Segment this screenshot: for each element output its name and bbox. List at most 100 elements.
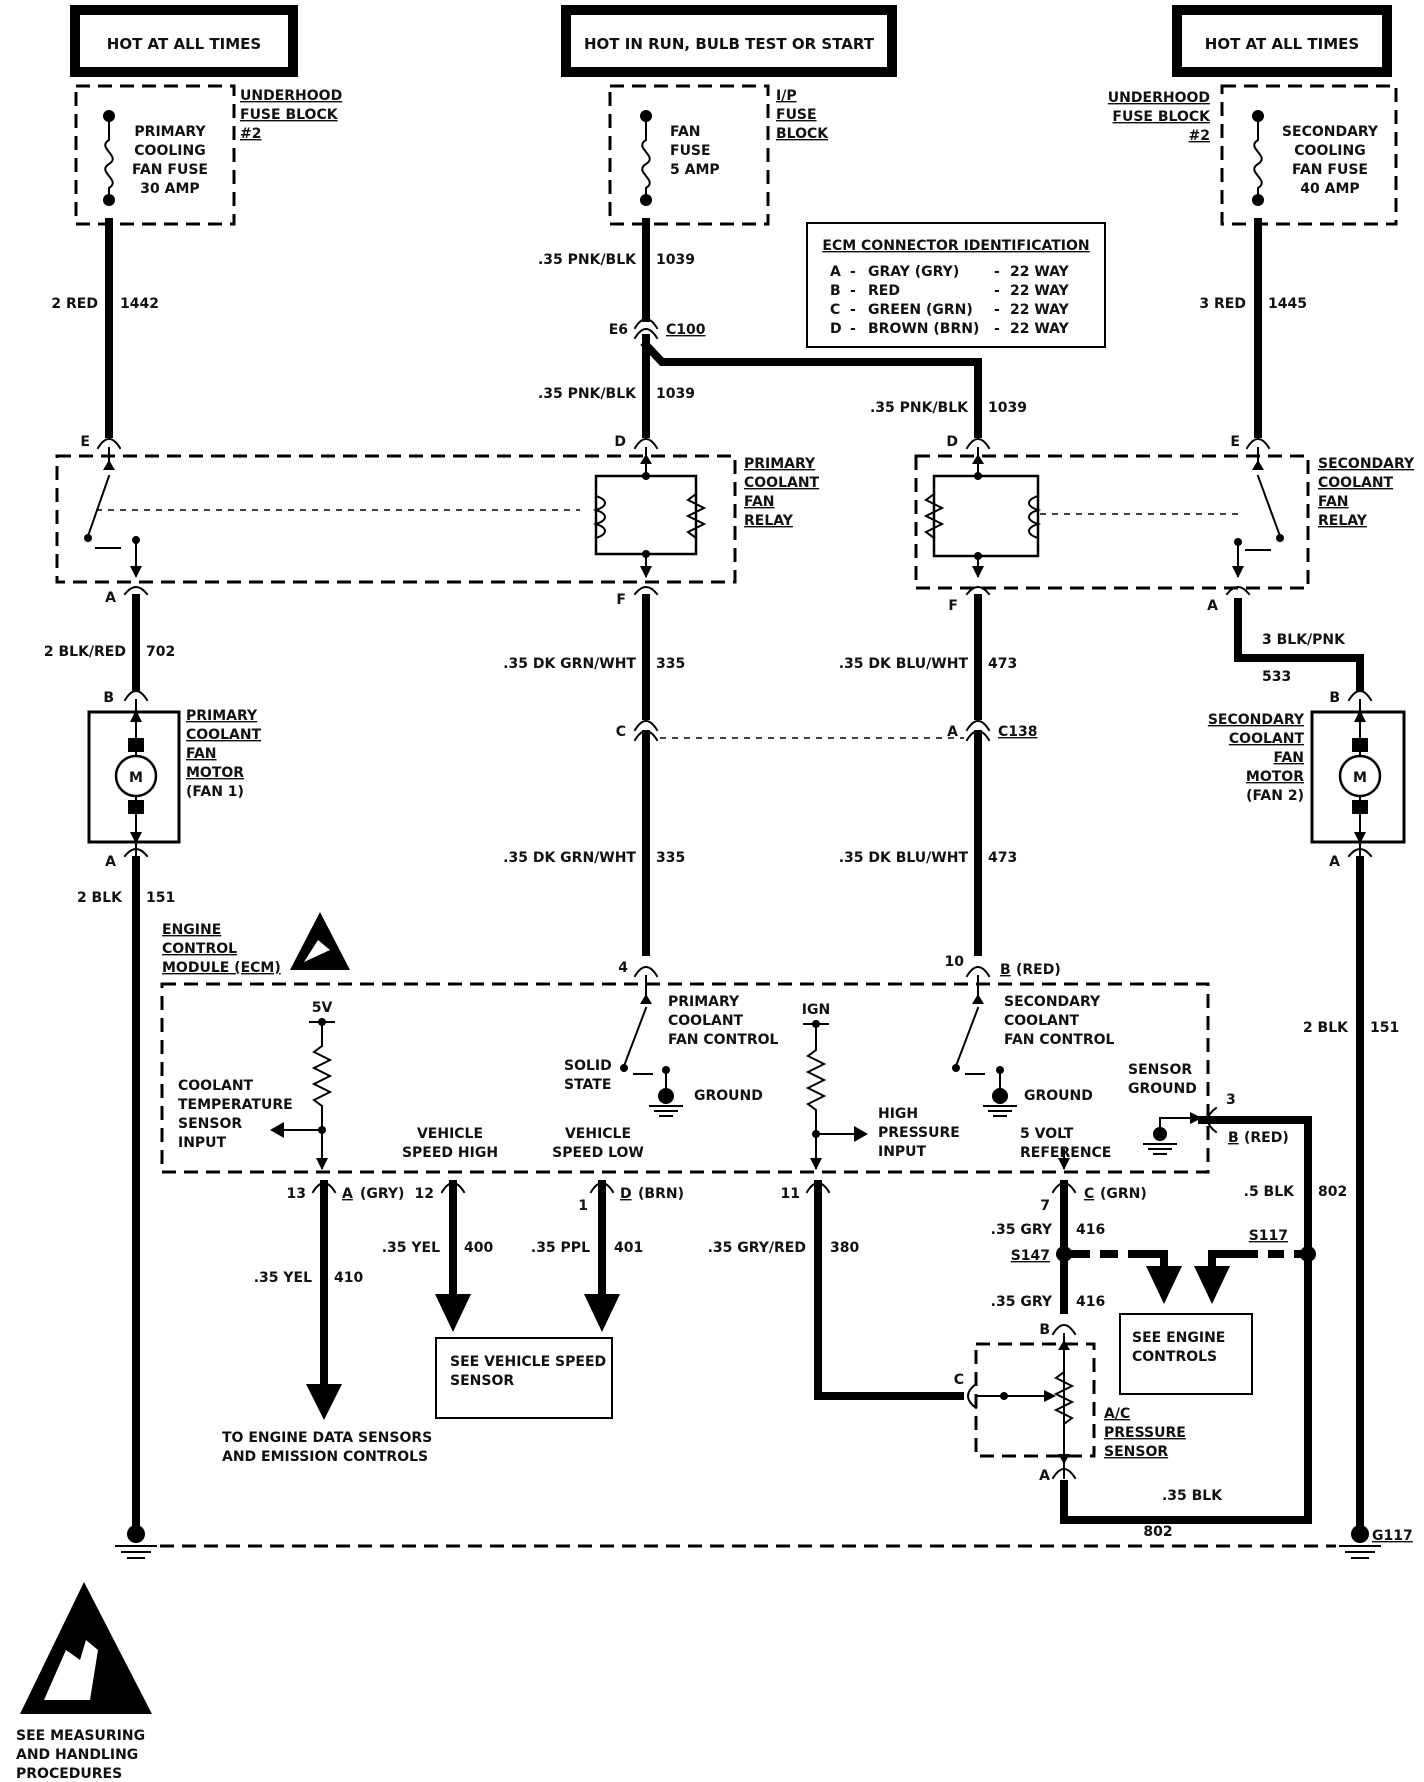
label-151a-circuit: 151 — [146, 890, 175, 906]
pin-a-c138: A — [947, 724, 958, 740]
ip-fuse-block-line2: FUSE — [776, 107, 817, 123]
ground-primary-control-icon — [658, 1088, 674, 1104]
supply-box-right: HOT AT ALL TIMES — [1172, 5, 1392, 77]
note-engine-data: TO ENGINE DATA SENSORS AND EMISSION CONT… — [222, 1430, 432, 1465]
ecm-ign-label: IGN — [802, 1002, 830, 1018]
ecm-id-row-b-letter: B — [830, 283, 841, 299]
label-1442-gauge: 2 RED — [51, 296, 98, 312]
primary-motor-line2: COOLANT — [186, 727, 262, 743]
ecm-ground2-label: GROUND — [1024, 1088, 1093, 1104]
high-pressure-line2: PRESSURE — [878, 1125, 960, 1141]
conn-ecm-4-icon — [633, 966, 659, 978]
ecm-id-row-b-ways: 22 WAY — [1010, 283, 1070, 299]
motor-secondary-icon — [1338, 754, 1382, 798]
supply-box-center: HOT IN RUN, BULB TEST OR START — [561, 5, 897, 77]
label-1039a-gauge: .35 PNK/BLK — [538, 252, 637, 268]
primary-motor-line3: FAN — [186, 746, 217, 762]
ground-secondary-control-icon — [992, 1088, 1008, 1104]
supply-box-left: HOT AT ALL TIMES — [70, 5, 298, 77]
pin-f-right: F — [948, 598, 958, 614]
ecm-id-row-d-dash: - — [850, 321, 856, 337]
ecm-module: ENGINE CONTROL MODULE (ECM) 5V COOLANT T… — [160, 912, 1210, 1174]
primary-relay-line3: FAN — [744, 494, 775, 510]
ecm-id-row-c-letter: C — [830, 302, 840, 318]
ground-left-icon — [127, 1525, 145, 1543]
ecm-id-row-c-dash2: - — [994, 302, 1000, 318]
fuse-primary-line2: COOLING — [134, 143, 205, 159]
label-b-red-top-paren: (RED) — [1016, 962, 1061, 978]
label-400-circuit: 400 — [464, 1240, 493, 1256]
arrow-400-icon — [435, 1294, 471, 1332]
ecm-id-row-b: B - RED - 22 WAY — [830, 283, 1070, 299]
wire-1039-branch — [640, 339, 982, 438]
label-151a-gauge: 2 BLK — [77, 890, 123, 906]
splice-s117-icon — [1300, 1246, 1316, 1262]
arrow-high-pressure-icon — [854, 1126, 868, 1142]
label-d-brn-paren: (BRN) — [638, 1186, 684, 1202]
ecm-connector-id-title: ECM CONNECTOR IDENTIFICATION — [822, 238, 1089, 254]
label-473b-circuit: 473 — [988, 850, 1017, 866]
high-pressure-line1: HIGH — [878, 1106, 918, 1122]
motor-primary-symbol: M — [129, 770, 143, 786]
label-533-gauge: 3 BLK/PNK — [1262, 632, 1346, 648]
ecm-id-row-d-color: BROWN (BRN) — [868, 321, 979, 337]
primary-relay-line2: COOLANT — [744, 475, 820, 491]
pin-4: 4 — [618, 960, 628, 976]
conn-c100-icon — [633, 328, 659, 340]
ac-sensor-line3: SENSOR — [1104, 1444, 1168, 1460]
supply-left-label: HOT AT ALL TIMES — [107, 35, 261, 53]
label-533-circuit: 533 — [1262, 669, 1291, 685]
conn-ecm-13-icon — [311, 1182, 337, 1194]
label-c138: C138 — [998, 724, 1038, 740]
label-473a-gauge: .35 DK BLU/WHT — [839, 656, 969, 672]
ac-sensor-line1: A/C — [1104, 1406, 1130, 1422]
secondary-fan-motor: M SECONDARY COOLANT FAN MOTOR (FAN 2) — [1208, 699, 1406, 857]
wire-labels: 2 RED 1442 .35 PNK/BLK 1039 E6 C100 .35 … — [44, 252, 1399, 1540]
label-1039c-circuit: 1039 — [988, 400, 1027, 416]
motor-secondary-symbol: M — [1353, 770, 1367, 786]
ecm-id-row-d-ways: 22 WAY — [1010, 321, 1070, 337]
label-1445-circuit: 1445 — [1268, 296, 1307, 312]
ecm-title-line2: CONTROL — [162, 941, 237, 957]
wire-s117-elbow — [1208, 1250, 1248, 1274]
primary-fan-motor: M PRIMARY COOLANT FAN MOTOR (FAN 1) — [87, 699, 262, 857]
coolant-input-line2: TEMPERATURE — [178, 1097, 293, 1113]
esd-warning: SEE MEASURING AND HANDLING PROCEDURES — [16, 1582, 152, 1782]
conn-ecm-12-icon — [440, 1182, 466, 1194]
primary-relay-line4: RELAY — [744, 513, 794, 529]
pin-e-left: E — [80, 434, 90, 450]
solid-state-line1: SOLID — [564, 1058, 612, 1074]
label-416a-gauge: .35 GRY — [991, 1222, 1053, 1238]
wire-533 — [1234, 598, 1364, 692]
fuse-fan-line1: FAN — [670, 124, 701, 140]
pin-a-ac-sensor: A — [1039, 1468, 1050, 1484]
fuse-block-right: SECONDARY COOLING FAN FUSE 40 AMP UNDERH… — [1108, 84, 1398, 226]
ecm-id-row-d-dash2: - — [994, 321, 1000, 337]
ecm-id-row-d-letter: D — [830, 321, 842, 337]
label-473b-gauge: .35 DK BLU/WHT — [839, 850, 969, 866]
secondary-relay: SECONDARY COOLANT FAN RELAY — [914, 447, 1415, 590]
coolant-input-line4: INPUT — [178, 1135, 227, 1151]
ecm-id-row-a-ways: 22 WAY — [1010, 264, 1070, 280]
label-802b-circuit: 802 — [1143, 1524, 1172, 1540]
label-b-red-top: B — [1000, 962, 1011, 978]
fuse-primary-icon — [104, 115, 114, 201]
conn-ecm-10-icon — [965, 966, 991, 978]
label-416a-circuit: 416 — [1076, 1222, 1105, 1238]
pin-3: 3 — [1226, 1092, 1236, 1108]
label-1442-circuit: 1442 — [120, 296, 159, 312]
ecm-connector-id-box: ECM CONNECTOR IDENTIFICATION A - GRAY (G… — [806, 222, 1106, 348]
relay2-resistor-icon — [923, 492, 945, 540]
secondary-motor-line2: COOLANT — [1229, 731, 1305, 747]
wire-380 — [814, 1180, 964, 1400]
label-c-grn: C — [1084, 1186, 1094, 1202]
ground-g117-label: G117 — [1372, 1528, 1413, 1544]
solid-state-line2: STATE — [564, 1077, 611, 1093]
conn-a-left-icon — [123, 586, 149, 596]
ground-sensor-icon — [1153, 1127, 1167, 1141]
ground-right-icon — [1351, 1525, 1369, 1543]
label-151b-circuit: 151 — [1370, 1020, 1399, 1036]
ecm-id-row-c-color: GREEN (GRN) — [868, 302, 973, 318]
pin-d-right: D — [946, 434, 958, 450]
label-1445-gauge: 3 RED — [1199, 296, 1246, 312]
